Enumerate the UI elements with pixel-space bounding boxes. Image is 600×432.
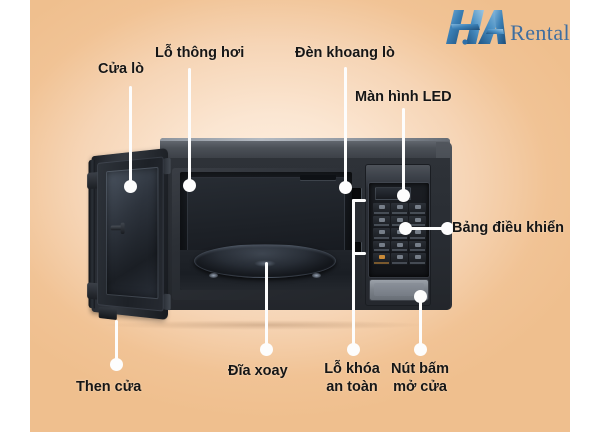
panel-key[interactable]: [391, 240, 408, 253]
label-nut-bam-line2: mở cửa: [393, 379, 447, 396]
leader-line-dia-xoay: [265, 262, 268, 350]
leader-line-nut-bam-mo-cua: [419, 296, 422, 350]
panel-key[interactable]: [391, 203, 408, 215]
panel-key[interactable]: [409, 240, 426, 253]
label-man-hinh-led: Màn hình LED: [355, 89, 452, 105]
label-nut-bam-mo-cua: Nút bấm mở cửa: [391, 360, 449, 396]
leader-dot-then-cua: [110, 358, 123, 371]
label-den-khoang-lo: Đèn khoang lò: [295, 45, 395, 61]
leader-dot-lo-khoa-an-toan: [347, 343, 360, 356]
leader-dot-man-hinh-led: [397, 189, 410, 202]
door-hinge: [163, 157, 171, 175]
logo-mark-ha-icon: [440, 8, 514, 48]
oven-top-panel: [160, 138, 450, 160]
cavity-light-vent: [300, 175, 336, 180]
leader-line-lo-thong-hoi: [188, 68, 191, 185]
leader-line-lo-khoa-top: [352, 199, 366, 202]
brand-logo: Rental: [440, 8, 570, 48]
door-bottom-latch: [98, 306, 117, 321]
leader-line-den-khoang-lo: [344, 67, 347, 187]
leader-line-lo-khoa-mid: [352, 252, 366, 255]
door-edge-tab: [87, 172, 98, 190]
door-edge-tab: [87, 282, 98, 300]
leader-dot-lo-thong-hoi: [183, 179, 196, 192]
leader-line-man-hinh-led: [402, 108, 405, 196]
label-bang-dieu-khien: Bảng điều khiển: [452, 220, 564, 236]
leader-line-lo-khoa-vert-upper: [352, 199, 355, 255]
oven-cavity: [180, 172, 352, 290]
label-lo-khoa-an-toan: Lỗ khóa an toàn: [322, 360, 382, 396]
label-lo-khoa-line1: Lỗ khóa: [324, 361, 380, 377]
label-dia-xoay: Đĩa xoay: [228, 363, 288, 379]
control-panel-keypad[interactable]: [373, 203, 426, 265]
leader-line-then-cua: [115, 320, 118, 364]
leader-line-bang-dieu-khien: [404, 227, 448, 230]
panel-key[interactable]: [409, 228, 426, 240]
label-then-cua: Then cửa: [76, 379, 142, 395]
leader-dot-cua-lo: [124, 180, 137, 193]
leader-dot-den-khoang-lo: [339, 181, 352, 194]
panel-key-power[interactable]: [373, 253, 390, 265]
panel-key[interactable]: [373, 228, 390, 240]
panel-key[interactable]: [373, 203, 390, 215]
label-nut-bam-line1: Nút bấm: [391, 361, 449, 377]
leader-dot-bang-dieu-khien-anchor: [399, 222, 412, 235]
leader-dot-bang-dieu-khien: [441, 222, 454, 235]
panel-key[interactable]: [373, 240, 390, 253]
panel-key[interactable]: [373, 215, 390, 228]
panel-key[interactable]: [409, 203, 426, 215]
leader-dot-nut-bam-anchor: [414, 290, 427, 303]
label-lo-thong-hoi: Lỗ thông hơi: [155, 45, 245, 61]
leader-line-lo-khoa-vert-lower: [352, 252, 355, 350]
door-hinge: [163, 293, 171, 311]
leader-dot-nut-bam-mo-cua: [414, 343, 427, 356]
safety-latch-hole: [352, 188, 361, 200]
door-latch-hook: [111, 223, 125, 234]
control-panel[interactable]: [365, 164, 431, 306]
label-cua-lo: Cửa lò: [98, 61, 144, 77]
panel-key[interactable]: [409, 215, 426, 228]
panel-key[interactable]: [391, 253, 408, 265]
panel-key[interactable]: [409, 253, 426, 265]
safety-latch-hole: [352, 242, 361, 254]
turntable-roller: [312, 273, 321, 278]
label-lo-khoa-line2: an toàn: [326, 379, 378, 396]
logo-text: Rental: [510, 20, 570, 45]
leader-dot-dia-xoay: [260, 343, 273, 356]
leader-line-cua-lo: [129, 86, 132, 186]
turntable-roller: [209, 273, 218, 278]
